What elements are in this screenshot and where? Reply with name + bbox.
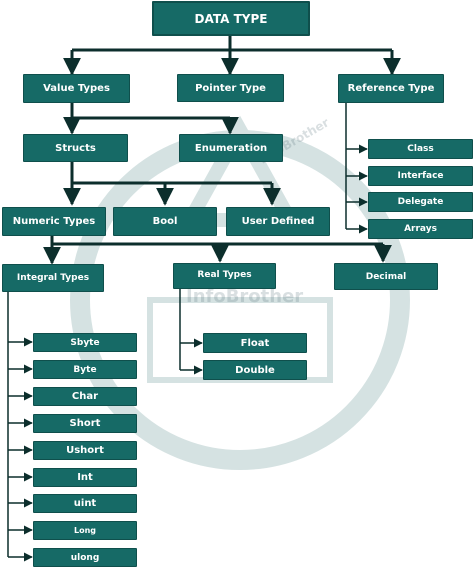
node-ushort: Ushort — [33, 441, 137, 460]
node-byte: Byte — [33, 360, 137, 379]
node-double: Double — [203, 360, 307, 380]
node-user-defined: User Defined — [226, 207, 330, 236]
node-class: Class — [368, 139, 473, 159]
watermark-keyboard — [147, 297, 333, 383]
node-long: Long — [33, 521, 137, 540]
watermark-text: InfoBrother — [186, 286, 304, 307]
node-bool: Bool — [113, 207, 217, 236]
node-arrays: Arrays — [368, 219, 473, 239]
node-float: Float — [203, 333, 307, 353]
node-int: Int — [33, 468, 137, 487]
node-integral-types: Integral Types — [2, 264, 104, 292]
node-real-types: Real Types — [173, 263, 276, 289]
node-delegate: Delegate — [368, 192, 473, 212]
node-ulong: ulong — [33, 548, 137, 567]
connector-numeric-bar — [50, 236, 383, 246]
connector-structs-bar — [70, 162, 272, 185]
node-reference-type: Reference Type — [338, 74, 444, 103]
node-data-type: DATA TYPE — [152, 1, 310, 36]
node-decimal: Decimal — [334, 263, 438, 290]
node-pointer-type: Pointer Type — [177, 74, 284, 102]
node-numeric-types: Numeric Types — [2, 207, 106, 236]
node-enumeration: Enumeration — [179, 134, 283, 162]
node-short: Short — [33, 414, 137, 433]
node-char: Char — [33, 387, 137, 406]
node-interface: Interface — [368, 166, 473, 186]
connector-root-bar — [72, 36, 392, 52]
node-sbyte: Sbyte — [33, 333, 137, 352]
node-uint: uint — [33, 494, 137, 513]
connector-value-bar — [70, 103, 230, 120]
node-structs: Structs — [23, 134, 128, 162]
node-value-types: Value Types — [23, 74, 130, 103]
